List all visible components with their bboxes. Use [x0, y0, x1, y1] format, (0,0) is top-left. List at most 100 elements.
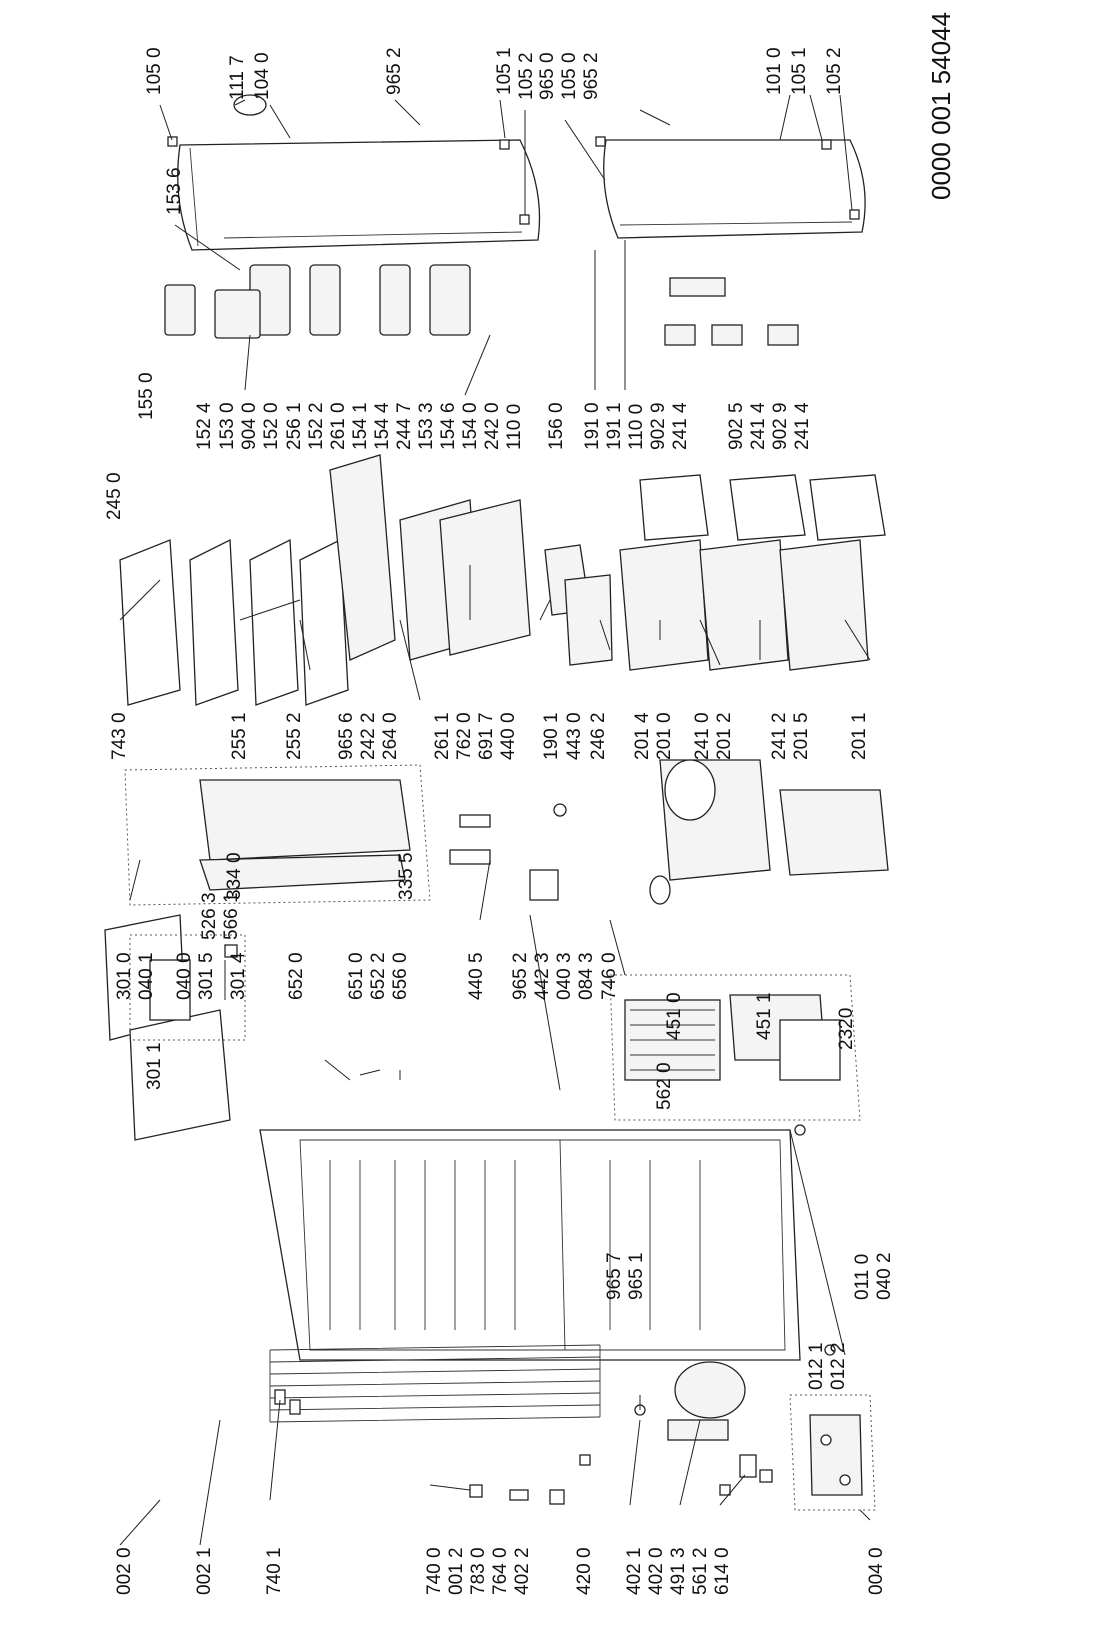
label: 154 4: [372, 402, 393, 450]
label: 443 0: [564, 712, 585, 760]
label: 965 1: [626, 1252, 647, 1300]
label: 740 1: [264, 1547, 285, 1595]
condenser: [269, 1344, 601, 1505]
label: 902 5: [726, 402, 747, 450]
label: 965 7: [604, 1252, 625, 1300]
bottom-door: [595, 136, 866, 239]
label: 040 0: [174, 952, 195, 1000]
label: 105 0: [144, 47, 165, 95]
label: 965 2: [510, 952, 531, 1000]
label: 261 1: [432, 712, 453, 760]
label: 105 1: [494, 47, 515, 95]
label: 691 7: [476, 712, 497, 760]
freezer-evaporator: [609, 974, 861, 1121]
label: 301 1: [144, 1042, 165, 1090]
label: 105 2: [824, 47, 845, 95]
label: 764 0: [490, 1547, 511, 1595]
label: 743 0: [109, 712, 130, 760]
label: 440 0: [498, 712, 519, 760]
label: 255 2: [284, 712, 305, 760]
label: 566 1: [221, 892, 242, 940]
label: 614 0: [712, 1547, 733, 1595]
label: 040 1: [136, 952, 157, 1000]
label: 201 1: [849, 712, 870, 760]
label: 420 0: [574, 1547, 595, 1595]
label: 105 1: [789, 47, 810, 95]
rear-panel-evaporator: [124, 764, 567, 906]
label: 002 0: [114, 1547, 135, 1595]
cabinet: [259, 1124, 836, 1416]
label: 152 2: [306, 402, 327, 450]
label: 001 2: [446, 1547, 467, 1595]
label: 440 5: [466, 952, 487, 1000]
label: 201 4: [632, 712, 653, 760]
label: 012 2: [828, 1342, 849, 1390]
label: 153 0: [217, 402, 238, 450]
label: 402 0: [646, 1547, 667, 1595]
label: 965 0: [537, 52, 558, 100]
label: 334 0: [224, 852, 245, 900]
label: 746 0: [599, 952, 620, 1000]
label: 451 1: [754, 992, 775, 1040]
label: 255 1: [229, 712, 250, 760]
glass-shelves: [119, 454, 531, 706]
label: 656 0: [390, 952, 411, 1000]
label: 783 0: [468, 1547, 489, 1595]
label: 740 0: [424, 1547, 445, 1595]
label: 652 0: [286, 952, 307, 1000]
label: 004 0: [866, 1547, 887, 1595]
label: 110 0: [626, 404, 647, 450]
label: 241 4: [670, 402, 691, 450]
label: 301 0: [114, 952, 135, 1000]
label: 201 0: [654, 712, 675, 760]
control-panel: [104, 914, 246, 1141]
label: 154 1: [350, 402, 371, 450]
label: 301 5: [196, 952, 217, 1000]
label: 256 1: [284, 402, 305, 450]
label: 002 1: [194, 1547, 215, 1595]
label: 244 7: [394, 402, 415, 450]
label: 261 0: [328, 402, 349, 450]
label: 902 9: [648, 402, 669, 450]
label: 562 0: [654, 1062, 675, 1110]
label: 241 4: [792, 402, 813, 450]
label: 101 0: [764, 47, 785, 95]
label: 201 2: [714, 712, 735, 760]
label: 241 0: [692, 712, 713, 760]
label: 153 6: [164, 167, 185, 215]
label: 442 3: [532, 952, 553, 1000]
label: 191 0: [582, 402, 603, 450]
label: 104 0: [252, 52, 273, 100]
label: 154 0: [460, 402, 481, 450]
label: 111 7: [227, 55, 248, 100]
label: 246 2: [588, 712, 609, 760]
label: 156 0: [546, 402, 567, 450]
label: 561 2: [690, 1547, 711, 1595]
leader-lines: [119, 94, 871, 1546]
label: 152 0: [261, 402, 282, 450]
label: 011 0: [852, 1254, 873, 1300]
air-duct: [649, 759, 889, 905]
label: 652 2: [368, 952, 389, 1000]
label: 965 2: [384, 47, 405, 95]
label: 152 4: [194, 402, 215, 450]
label: 153 3: [416, 402, 437, 450]
label: 904 0: [239, 402, 260, 450]
label: 651 0: [346, 952, 367, 1000]
label: 335 5: [396, 852, 417, 900]
label: 110 0: [504, 404, 525, 450]
door-balconies: [164, 264, 799, 346]
base-plate: [789, 1394, 876, 1511]
top-door: [167, 94, 541, 251]
label: 762 0: [454, 712, 475, 760]
label: 402 1: [624, 1547, 645, 1595]
drawers: [544, 474, 886, 671]
label: 301 4: [228, 952, 249, 1000]
label: 084 3: [576, 952, 597, 1000]
label: 402 2: [512, 1547, 533, 1595]
label: 242 2: [358, 712, 379, 760]
label: 012 1: [806, 1342, 827, 1390]
label: 040 2: [874, 1252, 895, 1300]
label: 245 0: [104, 472, 125, 520]
